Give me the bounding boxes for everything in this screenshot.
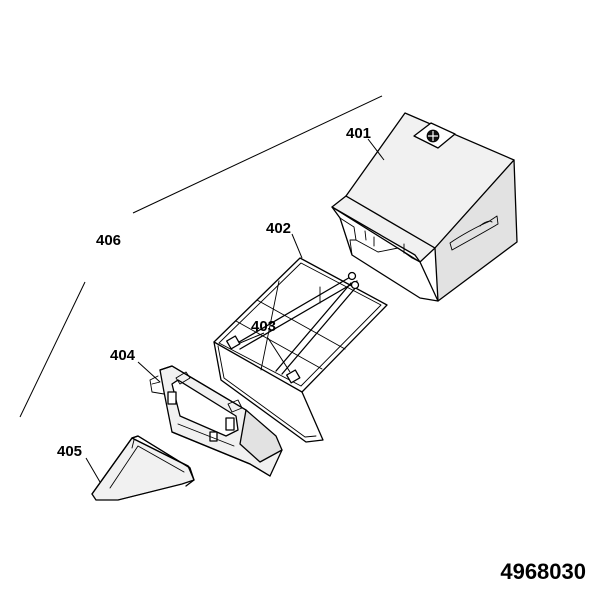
part-404-bag-handle-assembly xyxy=(149,365,283,477)
part-402-grass-bag-frame xyxy=(213,257,388,443)
assembly-bracket-406 xyxy=(19,95,383,418)
part-401-grass-bag-cover xyxy=(331,112,518,302)
part-405-mulch-plug xyxy=(91,435,195,501)
callout-406: 406 xyxy=(96,232,122,249)
callout-leaders xyxy=(85,138,385,483)
callout-402: 402 xyxy=(266,220,292,237)
callout-405: 405 xyxy=(57,443,83,460)
part-403-frame-clip xyxy=(226,335,301,384)
callout-404: 404 xyxy=(110,347,136,364)
callout-403: 403 xyxy=(251,318,277,335)
callout-401: 401 xyxy=(346,125,372,142)
drawing-number: 4968030 xyxy=(500,559,586,584)
